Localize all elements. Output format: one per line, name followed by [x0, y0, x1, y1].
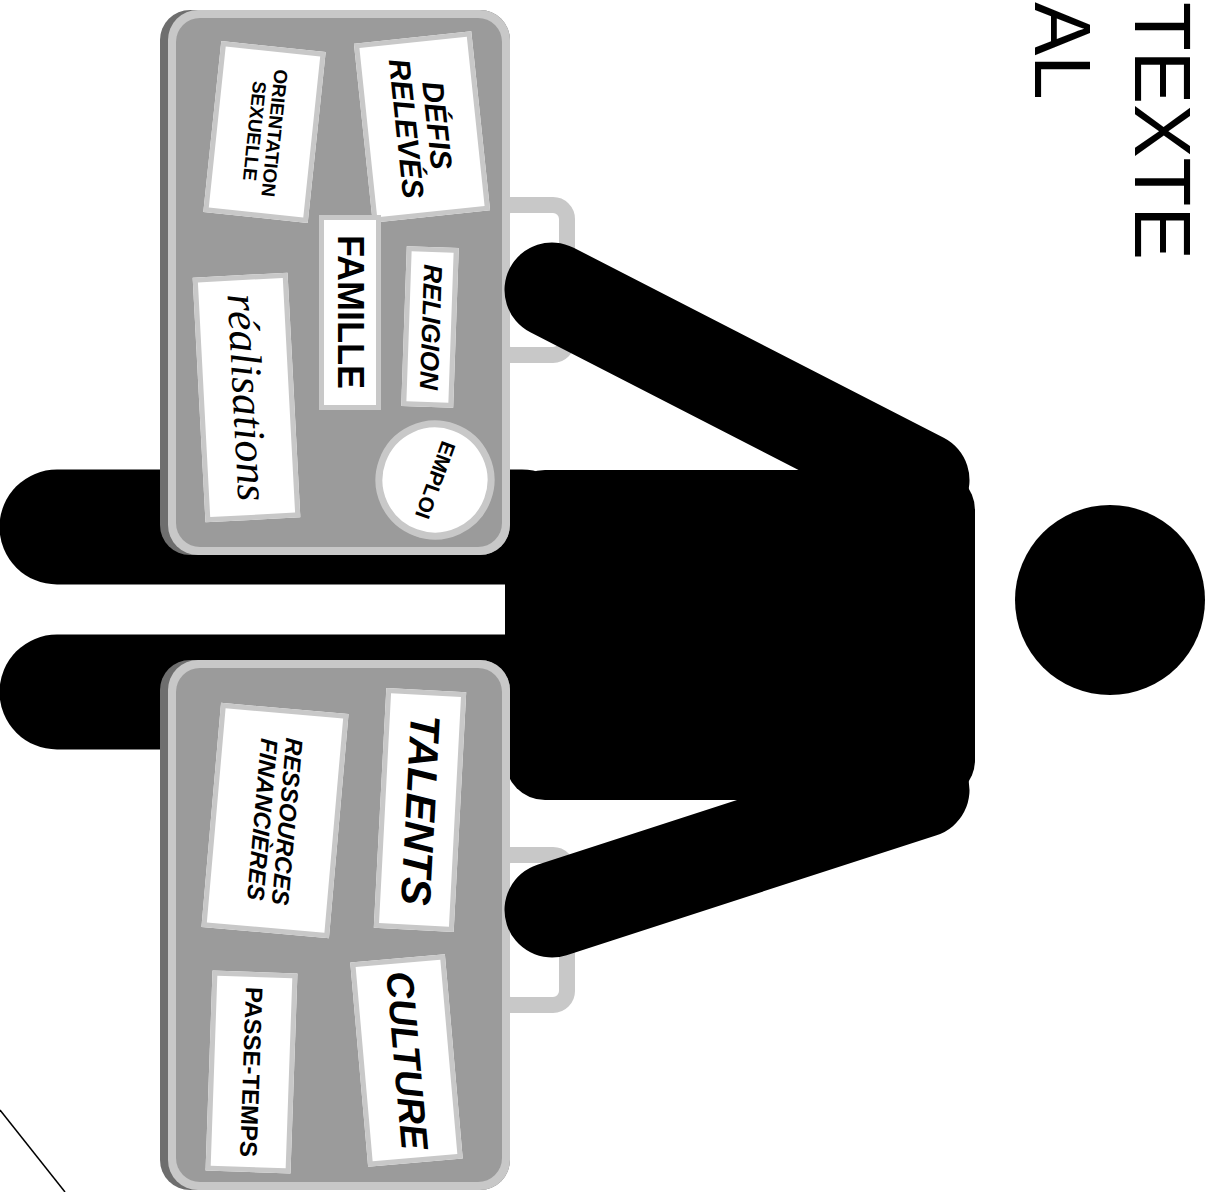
- sticker-text: réalisations: [218, 292, 275, 502]
- sticker-label: TALENTS: [374, 688, 466, 932]
- sticker-text: TALENTS: [393, 714, 447, 907]
- sticker-label: DÉFIS RELEVÉS: [354, 31, 490, 222]
- sticker-label: réalisations: [193, 272, 301, 522]
- sticker-label: ORIENTATION SEXUELLE: [204, 41, 326, 223]
- corner-line: [0, 1110, 65, 1192]
- person-arm: [552, 290, 922, 480]
- suitcase-shadow: [160, 660, 510, 1190]
- sticker-circle-outline: [363, 408, 507, 552]
- page-title: TEXTE AL: [1012, 2, 1212, 302]
- sticker-label: RELIGION: [401, 246, 459, 408]
- sticker-text: RESSOURCES FINANCIÈRES: [241, 715, 309, 926]
- sticker-text: FAMILLE: [331, 235, 369, 389]
- suitcase-rim: [168, 10, 510, 555]
- person-head: [1015, 505, 1205, 695]
- sticker-label: PASSE-TEMPS: [206, 971, 298, 1174]
- sticker-text: DÉFIS RELEVÉS: [382, 43, 462, 211]
- suitcase-rim: [168, 660, 510, 1190]
- sticker-label: CULTURE: [351, 954, 464, 1166]
- sticker-label: FAMILLE: [319, 215, 381, 410]
- suitcase-body: [176, 668, 502, 1182]
- suitcase-shadow: [160, 10, 510, 555]
- sticker-text: ORIENTATION SEXUELLE: [237, 53, 293, 210]
- sticker-text: RELIGION: [414, 264, 446, 391]
- sticker-text: CULTURE: [379, 969, 434, 1151]
- sticker-text: PASSE-TEMPS: [236, 986, 267, 1157]
- sticker-label: RESSOURCES FINANCIÈRES: [201, 702, 348, 937]
- person-arm: [552, 790, 922, 910]
